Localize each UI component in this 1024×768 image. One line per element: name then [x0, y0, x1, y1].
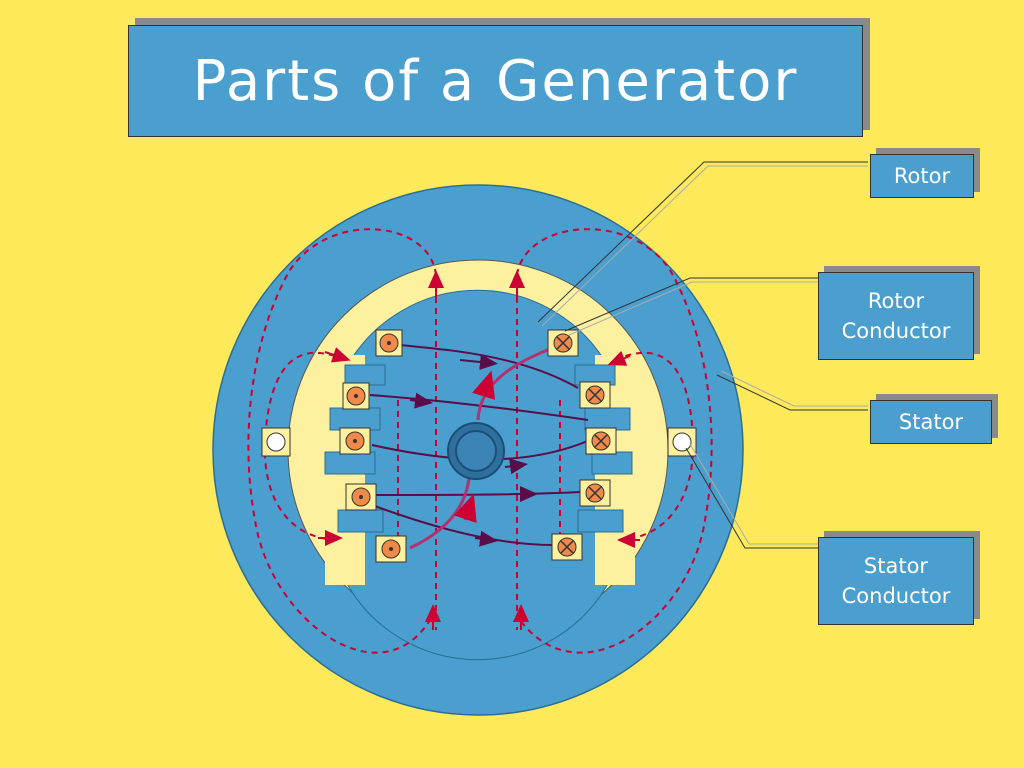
rotor-conductors-cross [547, 329, 617, 561]
rotor-conductor-label-line2: Conductor [841, 319, 951, 343]
stator-label: Stator [870, 400, 992, 444]
stator-conductor-label: Stator Conductor [818, 537, 974, 625]
stator-conductor-label-line1: Stator [863, 554, 929, 578]
rotor-conductor-label-line1: Rotor [867, 289, 925, 313]
leader-lines [537, 161, 868, 549]
stator-label-text: Stator [898, 410, 964, 434]
rotor-label: Rotor [870, 154, 974, 198]
rotor-field-dashes [397, 275, 561, 630]
flux-lines-solid [369, 344, 591, 547]
stator-conductors [261, 427, 697, 457]
flux-arrows [318, 270, 640, 630]
page-title: Parts of a Generator [192, 48, 799, 114]
rotor-conductors-dot [339, 329, 407, 563]
stator-conductor-label-line2: Conductor [841, 584, 951, 608]
flux-lines-dashed [247, 228, 713, 654]
rotor-label-text: Rotor [893, 164, 951, 188]
title-box: Parts of a Generator [128, 25, 863, 137]
rotor-conductor-label: Rotor Conductor [818, 272, 974, 360]
